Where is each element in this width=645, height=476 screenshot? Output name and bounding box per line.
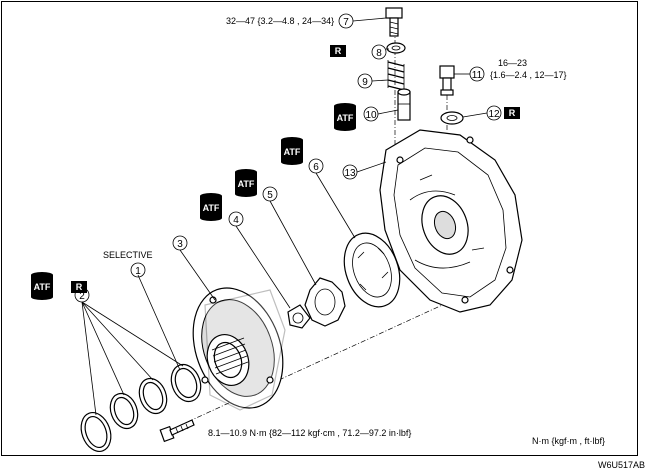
callout-7: 7	[338, 13, 354, 29]
replace-label: R	[76, 282, 83, 292]
diagram-frame	[1, 1, 638, 456]
callout-1-label: 1	[135, 266, 141, 277]
replace-badge-8: R	[330, 45, 346, 57]
mounting-bolt	[159, 419, 195, 443]
replace-label: R	[509, 108, 516, 118]
callout-9: 9	[357, 73, 373, 89]
leader-lines	[81, 17, 488, 416]
callout-12-label: 12	[488, 109, 500, 120]
spring-9	[387, 60, 405, 92]
callout-10-label: 10	[365, 110, 377, 121]
atf-label: ATF	[337, 113, 354, 123]
callout-13-label: 13	[344, 168, 356, 179]
torque-spec-bolt-7: 32—47 {3.2—4.8 , 24—34}	[226, 16, 334, 26]
torque-spec-bolt-11-line1: 16—23	[498, 58, 527, 68]
drive-gear-5	[304, 277, 346, 327]
torque-spec-bolt-11-line2: {1.6—2.4 , 12—17}	[490, 70, 567, 80]
atf-can-4: ATF	[200, 193, 222, 221]
outer-gear-6	[343, 232, 401, 308]
atf-label: ATF	[238, 179, 255, 189]
plunger-10	[397, 88, 411, 121]
callout-2-label: 2	[79, 291, 85, 302]
replace-badge-12: R	[504, 107, 520, 119]
callout-6: 6	[308, 158, 324, 174]
callout-5: 5	[262, 186, 278, 202]
callout-10: 10	[363, 106, 379, 122]
callout-5-label: 5	[267, 190, 273, 201]
washer-8	[386, 42, 406, 54]
atf-can-10: ATF	[334, 103, 356, 131]
atf-can-5: ATF	[235, 169, 257, 197]
callout-6-label: 6	[313, 162, 319, 173]
seal-rings-2	[80, 363, 202, 452]
callout-9-label: 9	[362, 77, 368, 88]
pump-housing-13	[379, 129, 523, 313]
replace-label: R	[335, 46, 342, 56]
washer-12	[440, 111, 464, 125]
callout-4: 4	[228, 211, 244, 227]
oil-pump-cover-3	[192, 287, 286, 411]
bolt-7	[385, 7, 403, 37]
callout-3: 3	[172, 235, 188, 251]
selective-label: SELECTIVE	[103, 250, 153, 260]
callout-12: 12	[486, 105, 502, 121]
callout-13: 13	[342, 164, 358, 180]
units-legend: N·m {kgf·m , ft·lbf}	[532, 436, 605, 446]
callout-3-label: 3	[177, 239, 183, 250]
inner-gear-4	[287, 304, 311, 329]
atf-label: ATF	[203, 203, 220, 213]
figure-code: W6U517ABU	[598, 460, 645, 470]
callout-7-label: 7	[343, 17, 349, 28]
callout-8: 8	[371, 44, 387, 60]
callout-1: 1	[130, 262, 146, 278]
atf-can-2: ATF	[31, 272, 53, 300]
callout-4-label: 4	[233, 215, 239, 226]
torque-spec-main-bolts: 8.1—10.9 N·m {82—112 kgf·cm , 71.2—97.2 …	[208, 428, 411, 438]
assembly-axis	[169, 289, 476, 431]
callout-11-label: 11	[472, 70, 483, 81]
atf-can-6: ATF	[281, 137, 303, 165]
replace-badge-2: R	[71, 281, 87, 293]
callout-11: 11	[469, 66, 485, 82]
atf-label: ATF	[34, 282, 51, 292]
callout-8-label: 8	[376, 48, 382, 59]
bolt-11	[439, 65, 455, 96]
atf-label: ATF	[284, 147, 301, 157]
